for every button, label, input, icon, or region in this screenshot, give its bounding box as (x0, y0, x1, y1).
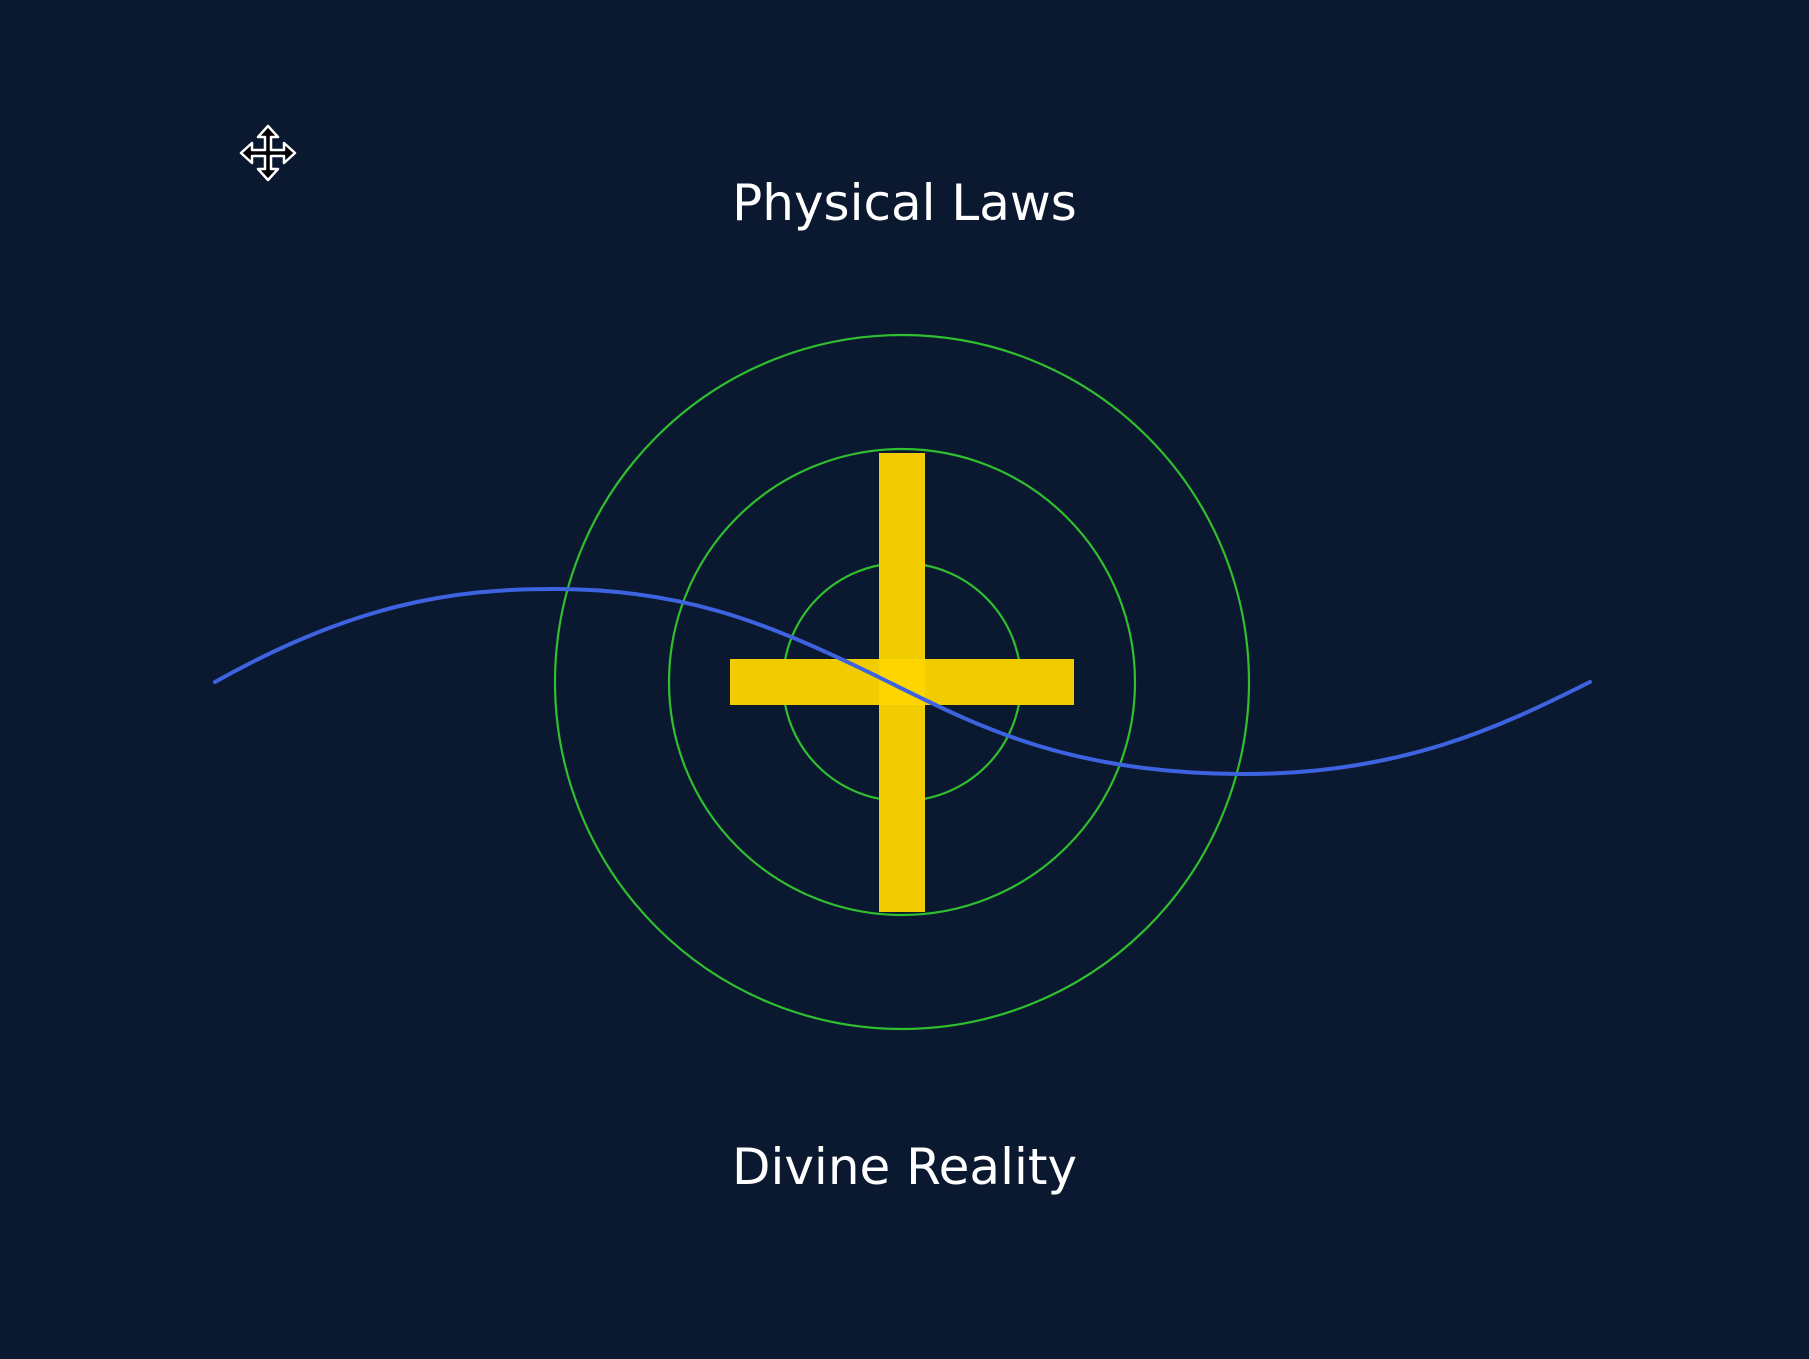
move-cursor-icon (239, 124, 297, 182)
divine-reality-label: Divine Reality (731, 1138, 1078, 1196)
wave-line (213, 586, 1592, 777)
outer-circle (553, 333, 1251, 1031)
middle-circle (667, 447, 1137, 917)
physical-laws-label: Physical Laws (732, 174, 1077, 232)
